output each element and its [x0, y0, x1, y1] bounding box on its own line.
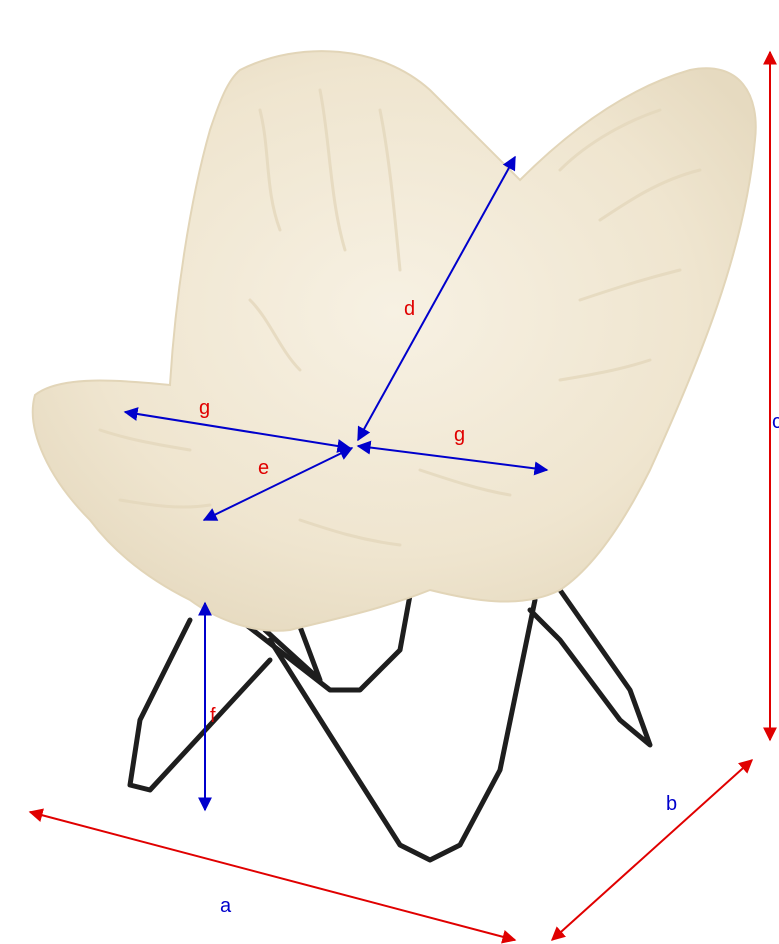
dimension-e-arrow — [202, 447, 354, 521]
label-c: c — [772, 411, 779, 433]
dimension-g-left-arrow — [123, 407, 352, 453]
dimension-labels: a b c d e f g g — [199, 298, 779, 917]
chair-frame — [127, 587, 653, 863]
chair-fur-seat — [31, 50, 757, 632]
frame-back-loop — [237, 592, 413, 693]
dimension-d-arrow — [357, 155, 516, 442]
label-g-left: g — [199, 397, 210, 419]
frame-right-leg — [527, 587, 653, 748]
label-e: e — [258, 457, 269, 479]
label-a: a — [220, 895, 232, 917]
frame-front-left-leg — [127, 617, 273, 793]
dimension-a-arrow — [28, 808, 517, 944]
dimension-b-arrow — [550, 759, 754, 941]
label-f: f — [210, 705, 216, 727]
label-b: b — [666, 793, 677, 815]
dimension-g-right-arrow — [356, 440, 549, 476]
outer-dimensions — [28, 50, 777, 944]
inner-dimensions — [123, 155, 549, 812]
label-g-right: g — [454, 424, 465, 446]
label-d: d — [404, 298, 415, 320]
